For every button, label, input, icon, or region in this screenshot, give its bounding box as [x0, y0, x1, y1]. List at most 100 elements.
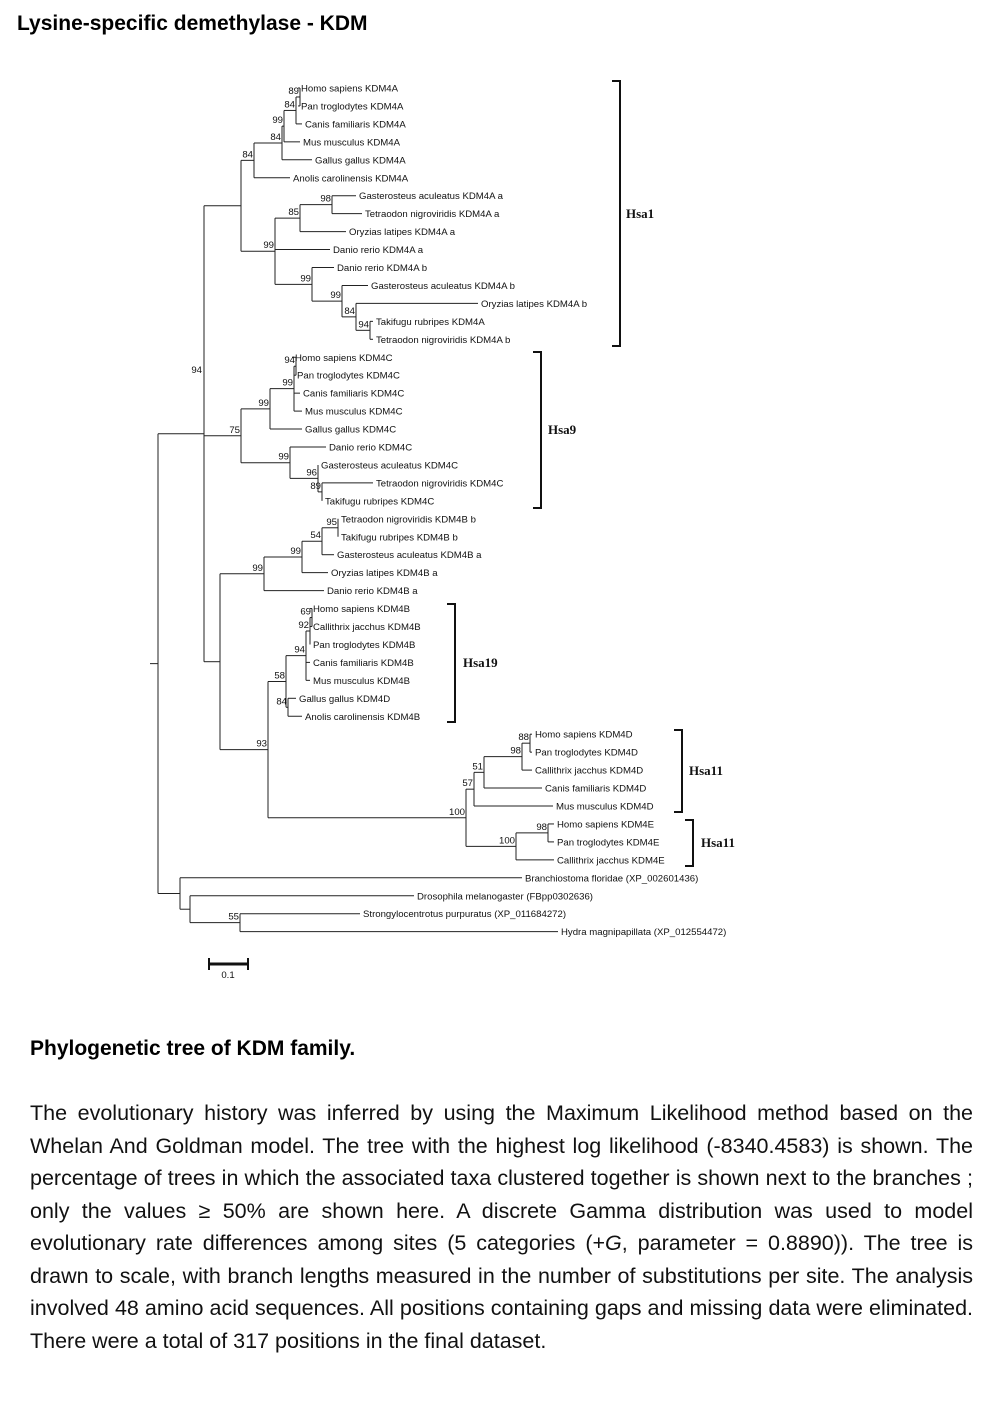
caption-text-part2: , parameter = 0.8890)). The tree is draw… — [30, 1231, 973, 1353]
bootstrap-value: 99 — [330, 290, 341, 301]
page-title: Lysine-specific demethylase - KDM — [17, 12, 368, 35]
group-bracket-2 — [447, 603, 456, 723]
taxon-label-anolis-carolinensis-kdm4a: Anolis carolinensis KDM4A — [293, 173, 409, 184]
bootstrap-value: 58 — [274, 670, 285, 681]
bootstrap-value: 75 — [229, 425, 240, 436]
bootstrap-value: 51 — [472, 761, 483, 772]
bootstrap-value: 94 — [294, 645, 305, 656]
taxon-label-gallus-gallus-kdm4d: Gallus gallus KDM4D — [299, 694, 390, 705]
taxon-label-homo-sapiens-kdm4d: Homo sapiens KDM4D — [535, 730, 633, 741]
taxon-label-tetraodon-nigroviridis-kdm4b-b: Tetraodon nigroviridis KDM4B b — [341, 514, 476, 525]
caption-heading: Phylogenetic tree of KDM family. — [30, 1037, 356, 1060]
bootstrap-value: 99 — [252, 563, 263, 574]
bootstrap-value: 96 — [306, 467, 317, 478]
bootstrap-value: 54 — [310, 530, 321, 541]
taxon-label-homo-sapiens-kdm4a: Homo sapiens KDM4A — [301, 84, 399, 95]
taxon-label-canis-familiaris-kdm4b: Canis familiaris KDM4B — [313, 658, 414, 669]
group-label: Hsa11 — [701, 835, 735, 850]
taxon-label-callithrix-jacchus-kdm4d: Callithrix jacchus KDM4D — [535, 766, 643, 777]
taxon-label-gasterosteus-aculeatus-kdm4a-b: Gasterosteus aculeatus KDM4A b — [371, 281, 515, 292]
bootstrap-value: 99 — [278, 452, 289, 463]
taxon-label-danio-rerio-kdm4a-a: Danio rerio KDM4A a — [333, 245, 424, 256]
taxon-label-mus-musculus-kdm4d: Mus musculus KDM4D — [556, 802, 654, 813]
taxon-label-tetraodon-nigroviridis-kdm4c: Tetraodon nigroviridis KDM4C — [376, 478, 504, 489]
taxon-label-tetraodon-nigroviridis-kdm4a-b: Tetraodon nigroviridis KDM4A b — [376, 335, 510, 346]
bootstrap-value: 92 — [298, 620, 309, 631]
taxon-label-callithrix-jacchus-kdm4b: Callithrix jacchus KDM4B — [313, 622, 421, 633]
taxon-label-mus-musculus-kdm4c: Mus musculus KDM4C — [305, 407, 403, 418]
bootstrap-value: 98 — [536, 822, 547, 833]
bootstrap-value: 69 — [300, 607, 311, 618]
bootstrap-value: 99 — [263, 240, 274, 251]
bootstrap-value: 99 — [258, 398, 269, 409]
taxon-label-takifugu-rubripes-kdm4a: Takifugu rubripes KDM4A — [376, 317, 485, 328]
taxon-label-mus-musculus-kdm4a: Mus musculus KDM4A — [303, 137, 401, 148]
caption-text-part1: The evolutionary history was inferred by… — [30, 1101, 973, 1255]
bootstrap-value: 99 — [290, 546, 301, 557]
taxon-label-pan-troglodytes-kdm4a: Pan troglodytes KDM4A — [301, 101, 404, 112]
taxon-label-anolis-carolinensis-kdm4b: Anolis carolinensis KDM4B — [305, 712, 420, 723]
taxon-label-callithrix-jacchus-kdm4e: Callithrix jacchus KDM4E — [557, 855, 665, 866]
taxon-label-gasterosteus-aculeatus-kdm4a-a: Gasterosteus aculeatus KDM4A a — [359, 191, 504, 202]
taxon-label-strongylocentrotus-purpuratus: Strongylocentrotus purpuratus (XP_011684… — [363, 909, 566, 920]
bootstrap-value: 93 — [256, 739, 267, 750]
taxon-label-pan-troglodytes-kdm4d: Pan troglodytes KDM4D — [535, 748, 638, 759]
taxon-label-tetraodon-nigroviridis-kdm4a-a: Tetraodon nigroviridis KDM4A a — [365, 209, 500, 220]
bootstrap-value: 100 — [449, 807, 465, 818]
taxon-label-homo-sapiens-kdm4b: Homo sapiens KDM4B — [313, 604, 410, 615]
bootstrap-value: 85 — [288, 207, 299, 218]
taxon-label-mus-musculus-kdm4b: Mus musculus KDM4B — [313, 676, 410, 687]
taxon-label-canis-familiaris-kdm4c: Canis familiaris KDM4C — [303, 389, 404, 400]
taxon-label-canis-familiaris-kdm4d: Canis familiaris KDM4D — [545, 784, 646, 795]
bootstrap-value: 84 — [344, 306, 355, 317]
bootstrap-value: 57 — [462, 778, 473, 789]
bootstrap-value: 89 — [310, 481, 321, 492]
group-label: Hsa11 — [689, 763, 723, 778]
bootstrap-value: 55 — [228, 912, 239, 923]
taxon-label-homo-sapiens-kdm4c: Homo sapiens KDM4C — [295, 353, 393, 364]
taxon-label-pan-troglodytes-kdm4c: Pan troglodytes KDM4C — [297, 371, 400, 382]
bootstrap-value: 98 — [320, 194, 331, 205]
bootstrap-value: 98 — [510, 746, 521, 757]
group-bracket-1 — [533, 351, 542, 509]
group-label: Hsa9 — [548, 422, 577, 437]
phylogenetic-tree: Homo sapiens KDM4A Pan troglodytes KDM4A C… — [150, 80, 735, 981]
bootstrap-value: 84 — [270, 132, 281, 143]
bootstrap-value: 84 — [276, 696, 287, 707]
taxon-label-danio-rerio-kdm4a-b: Danio rerio KDM4A b — [337, 263, 427, 274]
taxon-label-gallus-gallus-kdm4a: Gallus gallus KDM4A — [315, 155, 406, 166]
taxon-label-gasterosteus-aculeatus-kdm4b-a: Gasterosteus aculeatus KDM4B a — [337, 550, 482, 561]
taxon-label-canis-familiaris-kdm4a: Canis familiaris KDM4A — [305, 119, 406, 130]
bootstrap-value: 95 — [326, 517, 337, 528]
bootstrap-value: 99 — [272, 115, 283, 126]
taxon-label-danio-rerio-kdm4c: Danio rerio KDM4C — [329, 443, 412, 454]
group-bracket-3 — [674, 729, 683, 813]
group-bracket-0 — [612, 80, 621, 347]
taxon-label-hydra-magnipapillata: Hydra magnipapillata (XP_012554472) — [561, 927, 726, 938]
group-label: Hsa19 — [463, 655, 498, 670]
taxon-label-gallus-gallus-kdm4c: Gallus gallus KDM4C — [305, 425, 396, 436]
scale-label: 0.1 — [221, 970, 234, 981]
bootstrap-value: 89 — [288, 86, 299, 97]
taxon-label-oryzias-latipes-kdm4b-a: Oryzias latipes KDM4B a — [331, 568, 438, 579]
taxon-label-drosophila-melanogaster: Drosophila melanogaster (FBpp0302636) — [417, 891, 593, 902]
bootstrap-value: 84 — [284, 99, 295, 110]
caption-gamma-symbol: G — [605, 1231, 622, 1255]
taxon-label-takifugu-rubripes-kdm4b-b: Takifugu rubripes KDM4B b — [341, 532, 458, 543]
taxon-label-oryzias-latipes-kdm4a-a: Oryzias latipes KDM4A a — [349, 227, 456, 238]
caption-body: The evolutionary history was inferred by… — [30, 1097, 973, 1357]
bootstrap-value: 94 — [284, 355, 295, 366]
group-label: Hsa1 — [626, 206, 654, 221]
taxon-label-branchiostoma-floridae: Branchiostoma floridae (XP_002601436) — [525, 873, 698, 884]
bootstrap-value: 88 — [518, 732, 529, 743]
taxon-label-homo-sapiens-kdm4e: Homo sapiens KDM4E — [557, 819, 654, 830]
bootstrap-value: 84 — [242, 149, 253, 160]
bootstrap-value: 99 — [282, 378, 293, 389]
taxon-label-takifugu-rubripes-kdm4c: Takifugu rubripes KDM4C — [325, 496, 434, 507]
group-bracket-4 — [685, 819, 694, 867]
taxon-label-pan-troglodytes-kdm4e: Pan troglodytes KDM4E — [557, 837, 659, 848]
taxon-label-oryzias-latipes-kdm4a-b: Oryzias latipes KDM4A b — [481, 299, 587, 310]
bootstrap-value: 94 — [191, 365, 202, 376]
taxon-label-gasterosteus-aculeatus-kdm4c: Gasterosteus aculeatus KDM4C — [321, 460, 458, 471]
bootstrap-value: 100 — [499, 835, 515, 846]
